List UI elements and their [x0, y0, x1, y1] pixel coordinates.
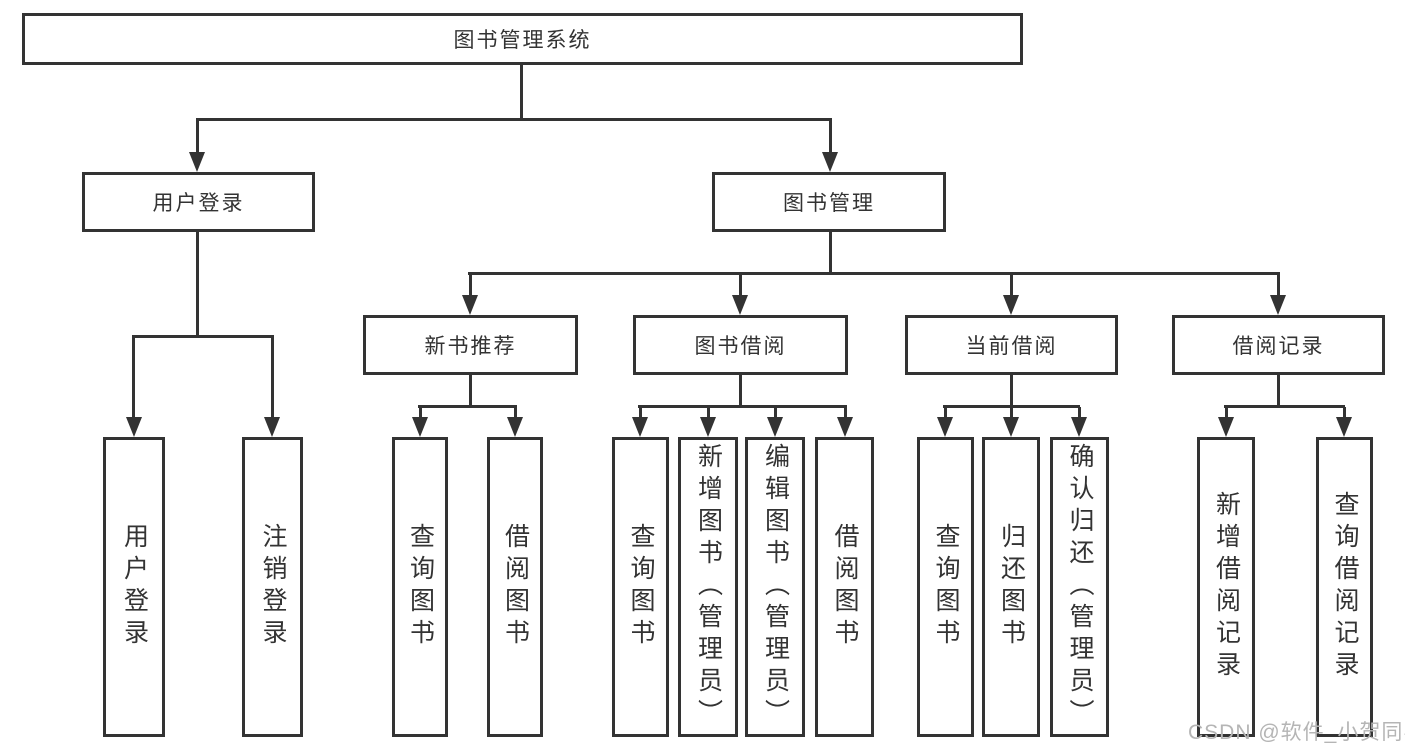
connector-group-stub — [739, 375, 742, 407]
leaf-label: 查询图书 — [406, 523, 435, 651]
arrowhead-icon — [700, 417, 716, 437]
arrowhead-icon — [462, 295, 478, 315]
leaf-label: 借阅图书 — [831, 523, 859, 651]
arrowhead-icon — [732, 295, 748, 315]
arrowhead-icon — [1071, 417, 1087, 437]
connector-level3-hline — [468, 272, 1280, 275]
arrowhead-book-management-icon — [822, 152, 838, 172]
node-label: 图书管理 — [783, 192, 875, 215]
connector-drop-leaf — [844, 407, 847, 419]
connector-group-hline — [638, 405, 847, 408]
leaf-edit-book-admin: 编辑图书（管理员） — [745, 437, 805, 737]
node-label: 新书推荐 — [424, 335, 517, 358]
leaf-borrow-books-borrowing: 借阅图书 — [815, 437, 874, 737]
node-label: 当前借阅 — [965, 335, 1058, 358]
leaf-confirm-return-admin: 确认归还（管理员） — [1050, 437, 1109, 737]
leaf-logout: 注销登录 — [242, 437, 303, 737]
arrowhead-icon — [767, 417, 783, 437]
leaf-query-books-recommend: 查询图书 — [392, 437, 448, 737]
leaf-label: 查询图书 — [932, 523, 960, 651]
arrowhead-user-login-icon — [189, 152, 205, 172]
arrowhead-icon — [1003, 417, 1019, 437]
connector-group-hline — [418, 405, 517, 408]
leaf-query-books-borrowing: 查询图书 — [612, 437, 669, 737]
connector-drop-user-login — [196, 120, 199, 154]
connector-drop-leaf — [1225, 407, 1228, 419]
leaf-return-books: 归还图书 — [982, 437, 1040, 737]
arrowhead-icon — [632, 417, 648, 437]
connector-user-login-hline — [132, 335, 274, 338]
arrowhead-icon — [412, 417, 428, 437]
arrowhead-icon — [1270, 295, 1286, 315]
leaf-query-books-current: 查询图书 — [917, 437, 974, 737]
arrowhead-icon — [264, 417, 280, 437]
connector-group-hline — [943, 405, 1080, 408]
connector-drop-leaf — [514, 407, 517, 419]
arrowhead-icon — [1003, 295, 1019, 315]
arrowhead-icon — [126, 417, 142, 437]
connector-drop-leaf — [1010, 407, 1013, 419]
leaf-label: 借阅图书 — [501, 523, 530, 651]
node-book-management: 图书管理 — [712, 172, 946, 232]
node-new-book-recommendation: 新书推荐 — [363, 315, 578, 375]
node-label: 用户登录 — [152, 192, 245, 215]
connector-group-stub — [469, 375, 472, 407]
connector-book-management-stub — [829, 232, 832, 274]
node-label: 图书管理系统 — [453, 29, 592, 52]
leaf-label: 注销登录 — [259, 523, 287, 651]
connector-drop-book-management — [829, 120, 832, 154]
connector-drop-leaf — [1343, 407, 1346, 419]
leaf-user-login: 用户登录 — [103, 437, 165, 737]
connector-drop-leaf — [271, 337, 274, 419]
arrowhead-icon — [937, 417, 953, 437]
leaf-borrow-books-recommend: 借阅图书 — [487, 437, 543, 737]
connector-drop-leaf — [132, 337, 135, 419]
arrowhead-icon — [507, 417, 523, 437]
node-label: 借阅记录 — [1232, 335, 1325, 358]
leaf-label: 编辑图书（管理员） — [761, 443, 790, 731]
leaf-query-borrow-record: 查询借阅记录 — [1316, 437, 1373, 737]
leaf-add-book-admin: 新增图书（管理员） — [678, 437, 738, 737]
leaf-label: 新增借阅记录 — [1212, 491, 1241, 683]
connector-group-stub — [1277, 375, 1280, 407]
leaf-add-borrow-record: 新增借阅记录 — [1197, 437, 1255, 737]
arrowhead-icon — [837, 417, 853, 437]
node-label: 图书借阅 — [694, 335, 787, 358]
connector-drop-group — [469, 274, 472, 297]
node-book-borrowing: 图书借阅 — [633, 315, 848, 375]
connector-user-login-stub — [196, 232, 199, 337]
leaf-label: 新增图书（管理员） — [694, 443, 723, 731]
leaf-label: 查询借阅记录 — [1331, 491, 1359, 683]
connector-drop-leaf — [639, 407, 642, 419]
arrowhead-icon — [1336, 417, 1352, 437]
connector-drop-leaf — [707, 407, 710, 419]
csdn-watermark: CSDN @软件_小贺同学 — [1188, 721, 1405, 744]
connector-drop-group — [1277, 274, 1280, 297]
leaf-label: 用户登录 — [120, 523, 149, 651]
connector-drop-leaf — [774, 407, 777, 419]
connector-group-hline — [1224, 405, 1345, 408]
connector-drop-leaf — [419, 407, 422, 419]
leaf-label: 归还图书 — [997, 523, 1026, 651]
connector-level1-hline — [196, 118, 832, 121]
connector-drop-leaf — [1078, 407, 1081, 419]
node-current-borrowing: 当前借阅 — [905, 315, 1118, 375]
leaf-label: 确认归还（管理员） — [1066, 443, 1094, 731]
connector-drop-group — [1010, 274, 1013, 297]
arrowhead-icon — [1218, 417, 1234, 437]
node-borrowing-records: 借阅记录 — [1172, 315, 1385, 375]
connector-root-stub — [520, 65, 523, 120]
connector-drop-group — [739, 274, 742, 297]
node-library-management-system: 图书管理系统 — [22, 13, 1023, 65]
connector-group-stub — [1010, 375, 1013, 407]
connector-drop-leaf — [944, 407, 947, 419]
leaf-label: 查询图书 — [627, 523, 655, 651]
node-user-login: 用户登录 — [82, 172, 315, 232]
